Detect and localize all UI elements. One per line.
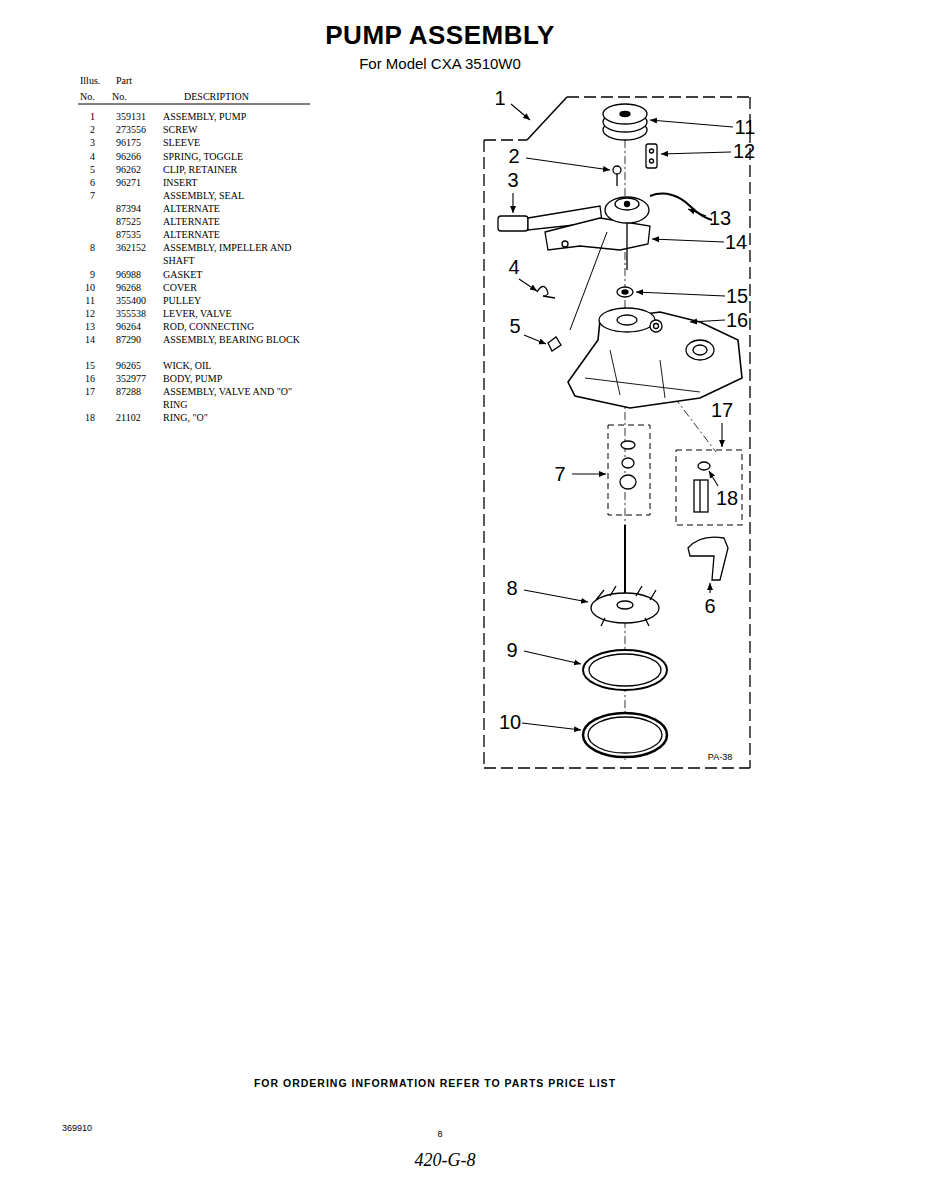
table-cell: 96268: [116, 281, 141, 294]
page-title: PUMP ASSEMBLY: [325, 20, 554, 51]
table-cell: 21102: [116, 411, 141, 424]
document-number: 369910: [62, 1123, 92, 1133]
table-cell: 96264: [116, 320, 141, 333]
table-header: No.: [112, 91, 127, 102]
callout-number: 4: [508, 256, 519, 278]
table-cell: 96262: [116, 163, 141, 176]
table-cell: PULLEY: [163, 294, 303, 307]
table-cell: 9: [90, 268, 95, 281]
table-cell: 7: [90, 189, 95, 202]
callout-number: 7: [554, 463, 565, 485]
table-cell: 4: [90, 150, 95, 163]
table-cell: 273556: [116, 123, 146, 136]
table-cell: 96271: [116, 176, 141, 189]
table-header: No.: [80, 91, 95, 102]
table-cell: CLIP, RETAINER: [163, 163, 303, 176]
callout-number: 17: [711, 399, 733, 421]
table-cell: 11: [85, 294, 95, 307]
table-cell: 87535: [116, 228, 141, 241]
table-cell: 355538: [116, 307, 146, 320]
callout-number: 12: [733, 140, 755, 162]
callout-number: 11: [735, 116, 756, 138]
callout-number: 10: [499, 711, 521, 733]
callout-number: 5: [509, 315, 520, 337]
callout-number: 16: [726, 309, 748, 331]
table-cell: ASSEMBLY, IMPELLER AND SHAFT: [163, 241, 303, 267]
table-cell: 1: [90, 110, 95, 123]
callout-number: 2: [508, 145, 519, 167]
callout-number: 13: [709, 207, 731, 229]
table-cell: COVER: [163, 281, 303, 294]
table-cell: 96265: [116, 359, 141, 372]
table-cell: ASSEMBLY, VALVE AND "O" RING: [163, 385, 303, 411]
table-cell: ALTERNATE: [163, 202, 303, 215]
table-cell: BODY, PUMP: [163, 372, 303, 385]
table-cell: 10: [85, 281, 95, 294]
table-cell: 5: [90, 163, 95, 176]
callout-number: 6: [704, 595, 715, 617]
table-cell: SPRING, TOGGLE: [163, 150, 303, 163]
table-header: Part: [116, 75, 132, 86]
table-cell: LEVER, VALVE: [163, 307, 303, 320]
table-cell: 16: [85, 372, 95, 385]
table-cell: 96988: [116, 268, 141, 281]
table-cell: 18: [85, 411, 95, 424]
callout-number: 18: [716, 487, 738, 509]
table-cell: 362152: [116, 241, 146, 254]
table-cell: GASKET: [163, 268, 303, 281]
callout-number: 15: [726, 285, 748, 307]
ordering-note: FOR ORDERING INFORMATION REFER TO PARTS …: [254, 1077, 616, 1089]
table-cell: ASSEMBLY, SEAL: [163, 189, 303, 202]
table-cell: 3: [90, 136, 95, 149]
table-cell: ALTERNATE: [163, 228, 303, 241]
table-cell: 96266: [116, 150, 141, 163]
drawing-code: PA-38: [708, 752, 732, 762]
table-header: Illus.: [80, 75, 100, 86]
callout-number: 1: [494, 87, 505, 109]
table-cell: 14: [85, 333, 95, 346]
table-cell: ASSEMBLY, BEARING BLOCK: [163, 333, 303, 346]
table-cell: WICK, OIL: [163, 359, 303, 372]
table-cell: ASSEMBLY, PUMP: [163, 110, 303, 123]
table-cell: 87394: [116, 202, 141, 215]
table-cell: 87290: [116, 333, 141, 346]
table-cell: 13: [85, 320, 95, 333]
table-cell: RING, "O": [163, 411, 303, 424]
table-cell: 355400: [116, 294, 146, 307]
table-cell: 87525: [116, 215, 141, 228]
table-header: DESCRIPTION: [184, 91, 249, 102]
callout-number: 8: [506, 577, 517, 599]
callout-number: 14: [725, 231, 747, 253]
page-number: 8: [437, 1129, 442, 1139]
table-cell: 6: [90, 176, 95, 189]
model-subtitle: For Model CXA 3510W0: [359, 55, 521, 72]
table-cell: INSERT: [163, 176, 303, 189]
callout-number: 3: [507, 169, 518, 191]
table-cell: 8: [90, 241, 95, 254]
callout-number: 9: [506, 639, 517, 661]
table-cell: ALTERNATE: [163, 215, 303, 228]
table-cell: SCREW: [163, 123, 303, 136]
table-cell: 359131: [116, 110, 146, 123]
table-cell: 2: [90, 123, 95, 136]
handwritten-note: 420-G-8: [415, 1150, 476, 1171]
table-cell: SLEEVE: [163, 136, 303, 149]
table-cell: 17: [85, 385, 95, 398]
table-cell: ROD, CONNECTING: [163, 320, 303, 333]
table-cell: 87288: [116, 385, 141, 398]
table-cell: 96175: [116, 136, 141, 149]
table-cell: 352977: [116, 372, 146, 385]
table-cell: 15: [85, 359, 95, 372]
table-cell: 12: [85, 307, 95, 320]
